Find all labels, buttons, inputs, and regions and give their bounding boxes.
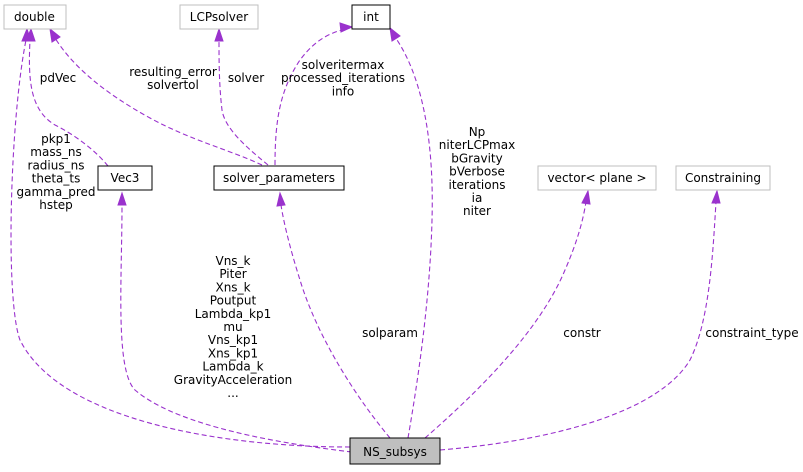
node-double-label: double	[14, 10, 55, 24]
edge-label-line: Poutput	[210, 294, 257, 308]
edge-label-line: Xns_kp1	[208, 346, 258, 360]
edge-label-line: pkp1	[41, 132, 71, 146]
edge-label-line: pdVec	[40, 71, 77, 85]
edge-label-line: info	[332, 84, 355, 98]
node-vector-plane-label: vector< plane >	[547, 171, 646, 185]
edge-constraining-ns-subsys	[439, 189, 721, 451]
edge-label-line: solver	[228, 71, 264, 85]
edge-label-line: constraint_type	[705, 326, 798, 340]
edge-label-line: radius_ns	[28, 158, 85, 172]
edge-int-solver-parameters	[274, 22, 354, 166]
edge-label-vector-plane-ns-subsys: constr	[563, 326, 601, 340]
edge-label-line: solparam	[362, 326, 418, 340]
node-vec3[interactable]: Vec3	[97, 165, 153, 191]
edge-label-line: mass_ns	[30, 145, 81, 159]
edge-label-line: hstep	[39, 198, 73, 212]
edge-label-double-vec3: pdVec	[40, 71, 77, 85]
node-constraining[interactable]: Constraining	[675, 165, 771, 191]
edge-label-line: constr	[563, 326, 601, 340]
edge-label-line: Piter	[219, 267, 246, 281]
edge-label-solver-parameters-ns-subsys: solparam	[362, 326, 418, 340]
edge-label-line: gamma_pred	[17, 185, 96, 199]
edge-label-lcpsolver-solver-parameters: solver	[228, 71, 264, 85]
node-int[interactable]: int	[351, 4, 391, 30]
edge-label-line: Lambda_kp1	[195, 307, 272, 321]
node-double[interactable]: double	[3, 4, 67, 30]
edge-label-line: iterations	[449, 178, 506, 192]
node-solver-parameters-label: solver_parameters	[223, 171, 335, 185]
edge-label-line: bGravity	[451, 151, 502, 165]
node-int-label: int	[363, 10, 379, 24]
edge-vec3-ns-subsys	[117, 191, 353, 453]
edge-label-line: theta_ts	[32, 172, 81, 186]
edge-lcpsolver-solver-parameters	[214, 27, 269, 166]
edge-label-line: ...	[227, 386, 238, 400]
node-lcpsolver[interactable]: LCPsolver	[179, 4, 259, 30]
edge-label-line: solvertol	[147, 78, 199, 92]
node-vector-plane[interactable]: vector< plane >	[537, 165, 657, 191]
edge-double-vec3	[25, 27, 109, 167]
node-ns-subsys[interactable]: NS_subsys	[349, 437, 441, 465]
edge-label-line: Xns_k	[215, 280, 250, 294]
edge-label-line: Vns_k	[215, 254, 250, 268]
edge-label-line: niter	[463, 204, 491, 218]
node-lcpsolver-label: LCPsolver	[190, 10, 249, 24]
edge-label-line: resulting_error	[129, 65, 217, 79]
node-solver-parameters[interactable]: solver_parameters	[213, 165, 345, 191]
edge-label-line: GravityAcceleration	[174, 373, 292, 387]
edge-label-line: Lambda_k	[202, 360, 263, 374]
node-ns-subsys-label: NS_subsys	[363, 445, 427, 459]
edge-label-constraining-ns-subsys: constraint_type	[705, 326, 798, 340]
edge-label-line: processed_iterations	[281, 71, 405, 85]
edge-int-ns-subsys	[389, 26, 433, 439]
edge-double-solver-parameters	[49, 27, 263, 166]
edge-label-line: Vns_kp1	[208, 333, 258, 347]
edge-label-line: Np	[469, 125, 486, 139]
edge-label-line: mu	[223, 320, 242, 334]
edge-label-line: ia	[472, 191, 483, 205]
edge-label-line: niterLCPmax	[439, 138, 515, 152]
node-constraining-label: Constraining	[685, 171, 761, 185]
node-vec3-label: Vec3	[111, 171, 140, 185]
edge-label-line: solveritermax	[302, 58, 385, 72]
edge-vector-plane-ns-subsys	[424, 189, 591, 439]
edge-label-line: bVerbose	[449, 165, 505, 179]
edge-solver-parameters-ns-subsys	[276, 191, 391, 439]
